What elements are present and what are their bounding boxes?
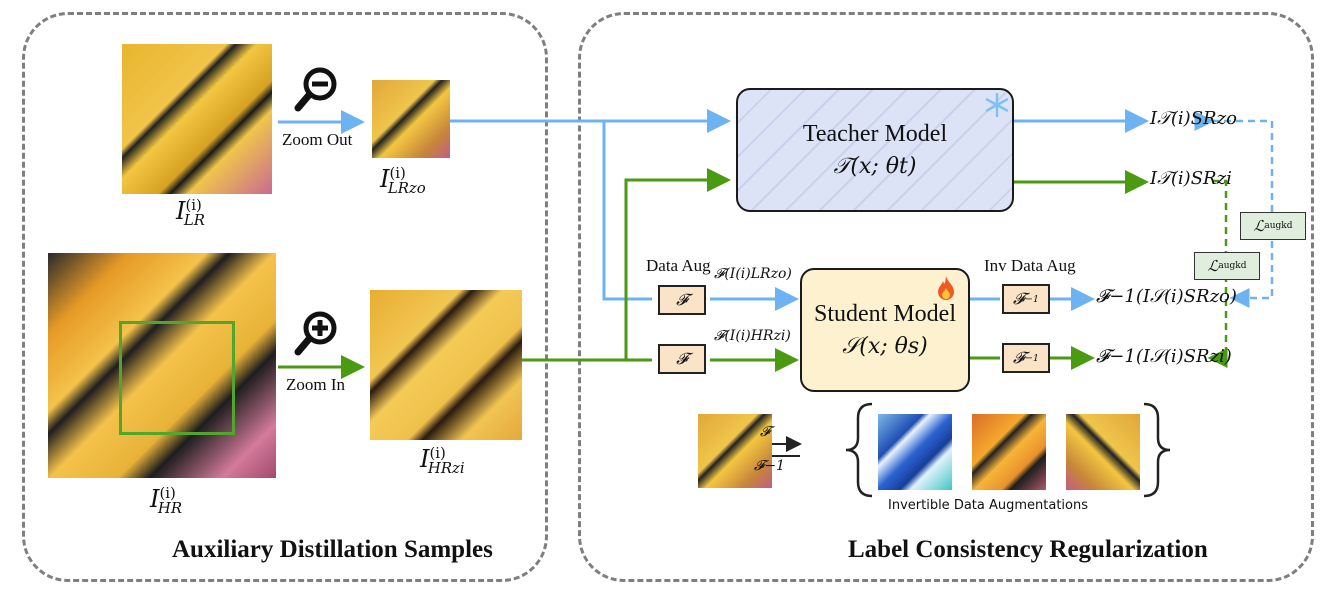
aug-color-inverted-image [878,414,952,490]
student-output-zi: 𝓕−1(I𝒮(i)SRzi) [1096,346,1232,367]
inv-data-aug-box-zi: 𝓕−1 [1002,343,1050,373]
inv-data-aug-box-zo: 𝓕−1 [1002,284,1050,314]
i-lr-label: I(i)LR [176,196,205,229]
zoom-out-label: Zoom Out [282,130,353,149]
aug-rotated-image [1066,414,1140,490]
teacher-model-box: Teacher Model 𝒯(x; θt) [736,88,1014,212]
teacher-output-zo: I𝒯(i)SRzo [1150,108,1237,129]
left-panel-caption: Auxiliary Distillation Samples [172,536,493,563]
auxiliary-samples-panel [22,12,548,582]
left-brace [845,402,873,498]
zoom-in-label: Zoom In [286,375,346,394]
teacher-model-name: Teacher Model [802,121,948,147]
zoom-in-magnifier-icon [294,311,337,356]
aug-forward-symbol: 𝓕 [760,424,771,440]
data-aug-box-zo: 𝓕 [658,285,706,315]
aug-source-image [698,414,772,488]
f-lr-zo-label: 𝓕(I(i)LRzo) [714,266,792,282]
zoom-out-magnifier-icon [294,67,337,112]
snowflake-icon [985,92,1009,118]
lr-zoomed-out-image [372,80,450,158]
teacher-model-formula: 𝒯(x; θt) [833,154,917,179]
label-consistency-panel [578,12,1314,582]
hr-butterfly-image [48,253,276,478]
teacher-output-zi: I𝒯(i)SRzi [1150,168,1232,189]
i-hr-zi-label: I(i)HRzi [420,444,465,477]
f-hr-zi-label: 𝓕(I(i)HRzi) [714,328,791,344]
aug-inverse-symbol: 𝓕−1 [754,458,785,474]
crop-region-box [119,321,235,435]
right-panel-caption: Label Consistency Regularization [848,536,1208,563]
i-lr-zo-label: I(i)LRzo [380,164,426,197]
student-model-name: Student Model [814,301,956,327]
loss-zo-path [1194,111,1274,308]
aug-color-shift-image [972,414,1046,490]
data-aug-label: Data Aug [646,256,711,275]
fire-icon [938,276,954,300]
inv-data-aug-label: Inv Data Aug [984,256,1076,275]
i-hr-label: I(i)HR [150,484,183,517]
aug-caption: Invertible Data Augmentations [888,498,1089,513]
student-model-box: Student Model 𝒮(x; θs) [800,268,970,392]
lr-to-student-line [602,121,652,301]
hr-zoomed-in-image [370,290,522,440]
hr-to-teacher-line [624,168,731,360]
student-model-formula: 𝒮(x; θs) [842,334,928,359]
data-aug-box-zi: 𝓕 [658,344,706,374]
student-output-zo: 𝓕−1(I𝒮(i)SRzo) [1096,286,1237,307]
right-brace [1143,402,1171,498]
lr-butterfly-image [122,44,272,194]
